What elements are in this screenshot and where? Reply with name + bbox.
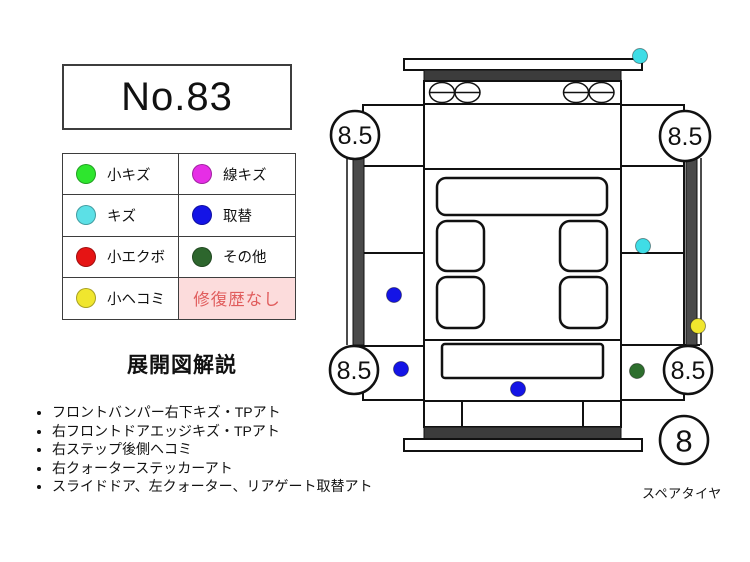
legend-item-line-scratch: 線キズ [179,154,295,196]
rating-rear-right-value: 8.5 [671,357,706,385]
marker-replaced [386,287,402,303]
legend-label: 小キズ [107,167,151,184]
windshield [435,176,609,217]
legend-item-scratch: キズ [63,195,179,237]
legend-label: 小エクボ [107,250,165,267]
notes-list: フロントバンパー右下キズ・TPアト 右フロントドアエッジキズ・TPアト 右ステッ… [32,403,372,496]
legend-item-replaced: 取替 [179,195,295,237]
rating-front-right [658,109,712,163]
blue-dot-icon [192,205,212,226]
rating-spare-tire [658,414,710,466]
rear-bumper [403,438,643,452]
note-item: フロントバンパー右下キズ・TPアト [52,403,372,422]
left-step-sill [352,157,365,346]
legend-item-other: その他 [179,237,295,278]
marker-scratch [632,48,648,64]
car-outline [346,58,702,452]
marker-other [629,363,645,379]
note-item: スライドドア、左クォーター、リアゲート取替アト [52,477,372,496]
legend-label: 線キズ [223,167,267,184]
spare-tire-label: スペアタイヤ [642,486,722,501]
rating-rear-right [662,344,714,396]
note-item: 右クォーターステッカーアト [52,459,372,478]
window-front-right [558,219,609,273]
marker-replaced [393,361,409,377]
rear-window [440,342,605,380]
marker-scratch [635,238,651,254]
rating-circles: 8.5 8.5 8.5 8.5 8 [328,109,714,466]
legend-label: キズ [107,208,136,225]
rear-panel-row [423,400,622,428]
rating-rear-left [328,344,380,396]
note-item: 右フロントドアエッジキズ・TPアト [52,422,372,441]
legend-label: 小ヘコミ [107,291,165,308]
red-dot-icon [76,246,96,267]
dark-green-dot-icon [192,246,212,267]
legend-label: その他 [223,250,267,267]
headlights [428,81,615,104]
front-trim-band [423,69,622,82]
right-step-sill [685,157,698,346]
legend-item-small-dent: 小ヘコミ [63,277,179,319]
front-bumper [403,58,643,71]
marker-replaced [510,381,526,397]
magenta-dot-icon [192,164,212,185]
damage-legend: 小キズ 線キズ キズ 取替 小エクボ その他 小ヘコミ 修復歴なし [62,153,296,320]
legend-item-small-scratch: 小キズ [63,154,179,196]
legend-label: 取替 [223,208,252,225]
defect-markers [386,48,706,397]
window-front-left [435,219,486,273]
rating-front-right-value: 8.5 [668,123,703,151]
sheet-number-box: No.83 [62,64,292,130]
rating-front-left-value: 8.5 [338,122,373,150]
green-dot-icon [76,164,96,185]
window-rear-right [558,275,609,330]
sheet-number: No.83 [121,74,233,119]
legend-item-small-dimple: 小エクボ [63,236,179,278]
repair-history-badge: 修復歴なし [179,277,295,319]
cyan-dot-icon [76,205,96,226]
rating-spare-tire-value: 8 [675,424,692,459]
rating-rear-left-value: 8.5 [337,357,372,385]
note-item: 右ステップ後側ヘコミ [52,440,372,459]
rear-trim-band [423,426,622,440]
yellow-dot-icon [76,288,96,309]
marker-small-dent [690,318,706,334]
notes-title: 展開図解説 [127,354,237,377]
rating-front-left [329,109,381,161]
window-rear-left [435,275,486,330]
